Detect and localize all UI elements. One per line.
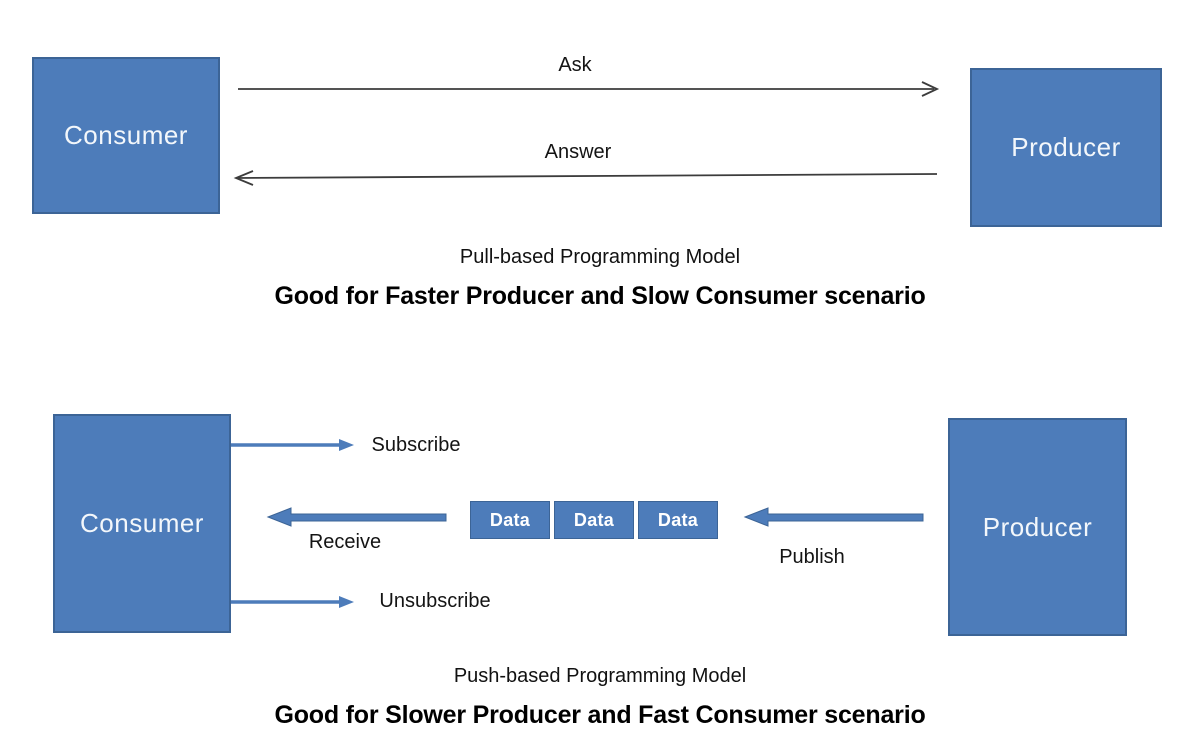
answer-label: Answer — [544, 141, 612, 163]
publish-label: Publish — [779, 546, 845, 568]
subscribe-label: Subscribe — [371, 434, 461, 456]
pull-consumer-label: Consumer — [64, 120, 188, 150]
push-caption: Push-based Programming Model — [453, 665, 747, 687]
data-box: Data — [554, 501, 634, 539]
unsubscribe-arrow-icon — [231, 596, 354, 608]
unsubscribe-label: Unsubscribe — [379, 590, 491, 612]
push-producer-label: Producer — [982, 511, 1093, 542]
data-box: Data — [638, 501, 718, 539]
pull-subcaption: Good for Faster Producer and Slow Consum… — [274, 282, 926, 310]
pull-caption: Pull-based Programming Model — [459, 246, 741, 268]
pull-consumer-box: Consumer — [32, 57, 220, 214]
push-producer-box: Producer — [948, 418, 1127, 636]
receive-arrow-icon — [266, 507, 447, 527]
subscribe-arrow-icon — [231, 439, 354, 451]
data-box: Data — [470, 501, 550, 539]
pull-producer-box: Producer — [970, 68, 1162, 227]
data-queue: Data Data Data — [470, 501, 718, 539]
push-subcaption: Good for Slower Producer and Fast Consum… — [274, 701, 926, 729]
push-consumer-box: Consumer — [53, 414, 231, 633]
receive-label: Receive — [308, 531, 382, 553]
push-consumer-label: Consumer — [80, 508, 204, 538]
pull-producer-label: Producer — [1011, 132, 1121, 162]
ask-label: Ask — [558, 54, 592, 76]
ask-arrow-icon — [238, 81, 940, 97]
publish-arrow-icon — [743, 507, 924, 527]
answer-arrow-icon — [233, 170, 938, 186]
